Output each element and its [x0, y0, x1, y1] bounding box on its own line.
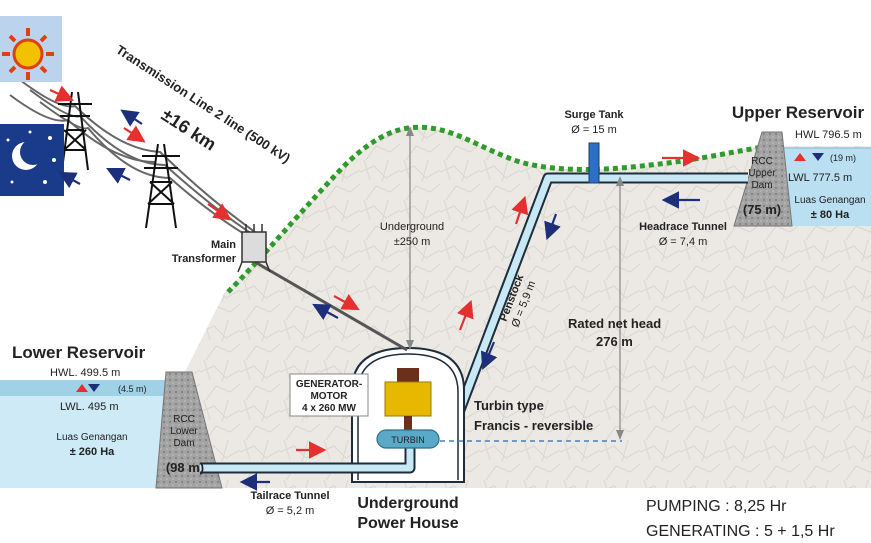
lower-hwl: HWL. 499.5 m: [50, 367, 120, 379]
moon-stars-icon: [0, 124, 64, 196]
arrow-to-grid-3: [207, 203, 232, 221]
upper-lwl: LWL 777.5 m: [788, 172, 852, 184]
upper-dam-height: (75 m): [743, 202, 781, 217]
arrow-cable-up: [333, 293, 360, 311]
arrow-penstock-up-1: [511, 195, 529, 225]
generator-rotor-top: [397, 368, 419, 382]
upper-drawdown: (19 m): [830, 153, 856, 163]
transmission-tower-icon: [58, 91, 92, 171]
lower-drawdown: (4.5 m): [118, 384, 147, 394]
transformer-label-1: Main: [211, 239, 236, 251]
arrow-from-grid-2: [58, 171, 81, 189]
turbine-type-2: Francis - reversible: [474, 418, 593, 433]
underground-label: Underground: [380, 221, 444, 233]
lower-dam-line2: Lower: [170, 426, 198, 437]
underground-depth: ±250 m: [394, 236, 431, 248]
pumping-hours: PUMPING : 8,25 Hr: [646, 498, 787, 515]
head-title: Rated net head: [568, 316, 661, 331]
headrace-title: Headrace Tunnel: [639, 221, 727, 233]
upper-reservoir-title: Upper Reservoir: [732, 103, 865, 122]
arrow-penstock-down-2: [480, 341, 498, 371]
headrace-diameter: Ø = 7,4 m: [659, 236, 708, 248]
upper-hwl: HWL 796.5 m: [795, 129, 862, 141]
tailrace-title: Tailrace Tunnel: [250, 490, 329, 502]
lower-reservoir-drawdown-band: [0, 380, 172, 396]
lower-dam-height: (98 m): [166, 460, 204, 475]
generator-shaft: [404, 416, 412, 430]
generator-label-2: MOTOR: [310, 391, 348, 402]
arrow-to-grid-2: [123, 125, 146, 143]
generator-label-box: [289, 373, 369, 417]
generator-label-3: 4 x 260 MW: [302, 403, 356, 414]
arrow-penstock-up-2: [457, 299, 474, 331]
arrow-cable-down: [312, 303, 339, 321]
lower-dam: [155, 371, 223, 489]
generator-label-1: GENERATOR-: [296, 379, 362, 390]
tailrace-diameter: Ø = 5,2 m: [266, 505, 315, 517]
generating-hours: GENERATING : 5 + 1,5 Hr: [646, 523, 835, 540]
lower-level-triangle-blue: [88, 384, 100, 392]
sun-icon: [0, 16, 62, 82]
upper-area-value: ± 80 Ha: [811, 209, 850, 221]
arrow-penstock-down-1: [544, 213, 561, 241]
surge-tank-title: Surge Tank: [564, 109, 624, 121]
transmission-tower-icon: [142, 143, 180, 229]
head-value: 276 m: [596, 334, 633, 349]
upper-dam: [733, 131, 793, 227]
powerhouse-label-2: Power House: [357, 515, 458, 532]
upper-level-triangle-blue: [812, 153, 824, 161]
lower-lwl: LWL. 495 m: [60, 401, 119, 413]
turbine-type-1: Turbin type: [474, 398, 544, 413]
upper-area-label: Luas Genangan: [794, 195, 865, 206]
arrow-from-grid-1: [120, 109, 143, 127]
flow-arrows: [49, 85, 701, 491]
upper-dam-line2: Upper: [748, 168, 776, 179]
lower-reservoir-water: [0, 380, 172, 488]
upper-dam-line3: Dam: [751, 180, 772, 191]
generator-motor: [384, 381, 432, 417]
lower-dam-line3: Dam: [173, 438, 194, 449]
lower-area-label: Luas Genangan: [56, 432, 127, 443]
turbine: [376, 429, 440, 449]
turbine-label: TURBIN: [391, 435, 425, 445]
transformer-icon: [237, 224, 271, 273]
surge-tank: [588, 142, 600, 184]
mountain-ground: [0, 127, 871, 488]
ridge-dotted-line: [226, 124, 771, 294]
lower-area-value: ± 260 Ha: [70, 446, 115, 458]
upper-level-triangle-red: [794, 153, 806, 161]
upper-dam-line1: RCC: [751, 156, 773, 167]
arrow-from-grid-3: [106, 168, 131, 184]
lower-level-triangle-red: [76, 384, 88, 392]
arrow-to-grid-1: [49, 85, 75, 102]
lower-reservoir-title: Lower Reservoir: [12, 343, 146, 362]
lower-dam-line1: RCC: [173, 414, 195, 425]
surge-tank-diameter: Ø = 15 m: [571, 124, 617, 136]
tailrace-tunnel-fill: [200, 448, 414, 472]
transformer-label-2: Transformer: [172, 253, 237, 265]
powerhouse-label-1: Underground: [357, 495, 458, 512]
